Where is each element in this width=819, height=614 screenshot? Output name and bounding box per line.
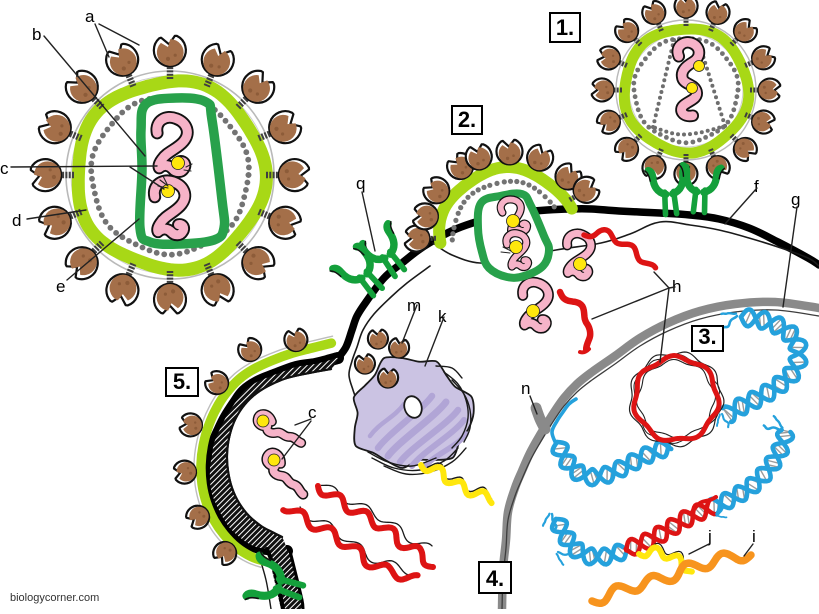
svg-text:e: e [56, 277, 65, 296]
svg-text:i: i [752, 527, 756, 546]
svg-text:j: j [707, 527, 712, 546]
svg-text:1.: 1. [556, 15, 574, 40]
svg-text:n: n [521, 379, 530, 398]
svg-text:k: k [438, 307, 447, 326]
svg-text:5.: 5. [173, 369, 191, 394]
svg-text:3.: 3. [698, 324, 716, 349]
svg-text:g: g [791, 190, 800, 209]
svg-text:d: d [12, 211, 21, 230]
svg-text:a: a [85, 7, 95, 26]
svg-text:h: h [672, 277, 681, 296]
svg-text:c: c [0, 159, 9, 178]
svg-text:b: b [32, 25, 41, 44]
svg-text:f: f [754, 177, 759, 196]
svg-text:q: q [356, 174, 365, 193]
svg-text:2.: 2. [458, 107, 476, 132]
svg-text:4.: 4. [486, 566, 504, 591]
svg-text:biologycorner.com: biologycorner.com [10, 592, 99, 604]
